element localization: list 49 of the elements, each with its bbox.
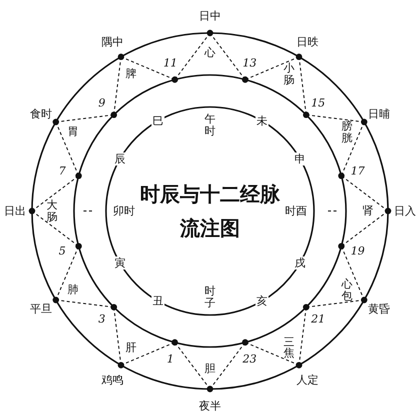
- time-label: 日出: [4, 206, 26, 216]
- meridian-label: 肾: [362, 205, 374, 217]
- meridian-label: 胃: [67, 126, 80, 138]
- meridian-label: 膀胱: [340, 120, 353, 144]
- hour-label: 未: [256, 114, 268, 128]
- hour-number: 19: [350, 245, 365, 256]
- time-label: 日入: [394, 206, 416, 216]
- hour-number: 11: [163, 58, 178, 69]
- meridian-label: 胆: [204, 363, 216, 375]
- meridian-label: 肝: [124, 342, 138, 354]
- hour-number: 23: [242, 353, 257, 364]
- hour-label: 戌: [294, 256, 307, 270]
- meridian-label: 三焦: [282, 336, 296, 360]
- time-label: 日晡: [368, 108, 390, 119]
- hour-label: 寅: [113, 256, 126, 270]
- hour-label: 辰: [113, 152, 126, 166]
- time-label: 食时: [30, 108, 52, 119]
- hour-number: 9: [98, 97, 106, 108]
- hour-number: 13: [242, 58, 257, 69]
- hour-label: 午时: [202, 112, 218, 138]
- hour-number: 1: [166, 353, 174, 364]
- time-label: 日中: [199, 10, 221, 22]
- time-label: 日昳: [296, 36, 318, 48]
- meridian-label: 大肠: [46, 199, 58, 223]
- meridian-label: 心: [204, 47, 216, 59]
- time-label: 平旦: [30, 303, 52, 314]
- hour-label: 亥: [256, 294, 268, 308]
- meridian-label: 肺: [67, 284, 80, 296]
- time-label: 鸡鸣: [102, 374, 124, 386]
- hour-label: 申: [294, 152, 307, 166]
- hour-label: 时酉: [284, 204, 308, 218]
- meridian-label: 小肠: [282, 62, 296, 86]
- hour-number: 15: [311, 97, 326, 108]
- hour-label: 卯时: [112, 204, 136, 218]
- hour-label: 丑: [152, 294, 164, 308]
- time-label: 人定: [296, 374, 318, 386]
- hour-label: 巳: [152, 114, 164, 128]
- hour-label: 时子: [202, 284, 218, 310]
- meridian-label: 心包: [340, 278, 353, 302]
- hour-number: 17: [350, 166, 365, 177]
- time-label: 夜半: [199, 400, 221, 412]
- hour-number: 3: [98, 314, 106, 325]
- hour-number: 21: [311, 314, 326, 325]
- hour-number: 7: [58, 166, 66, 177]
- time-label: 隅中: [102, 36, 124, 48]
- diagram-title: 时辰与十二经脉流注图: [139, 181, 281, 242]
- time-label: 黄昏: [368, 303, 390, 314]
- hour-number: 5: [58, 245, 66, 256]
- meridian-label: 脾: [124, 68, 138, 80]
